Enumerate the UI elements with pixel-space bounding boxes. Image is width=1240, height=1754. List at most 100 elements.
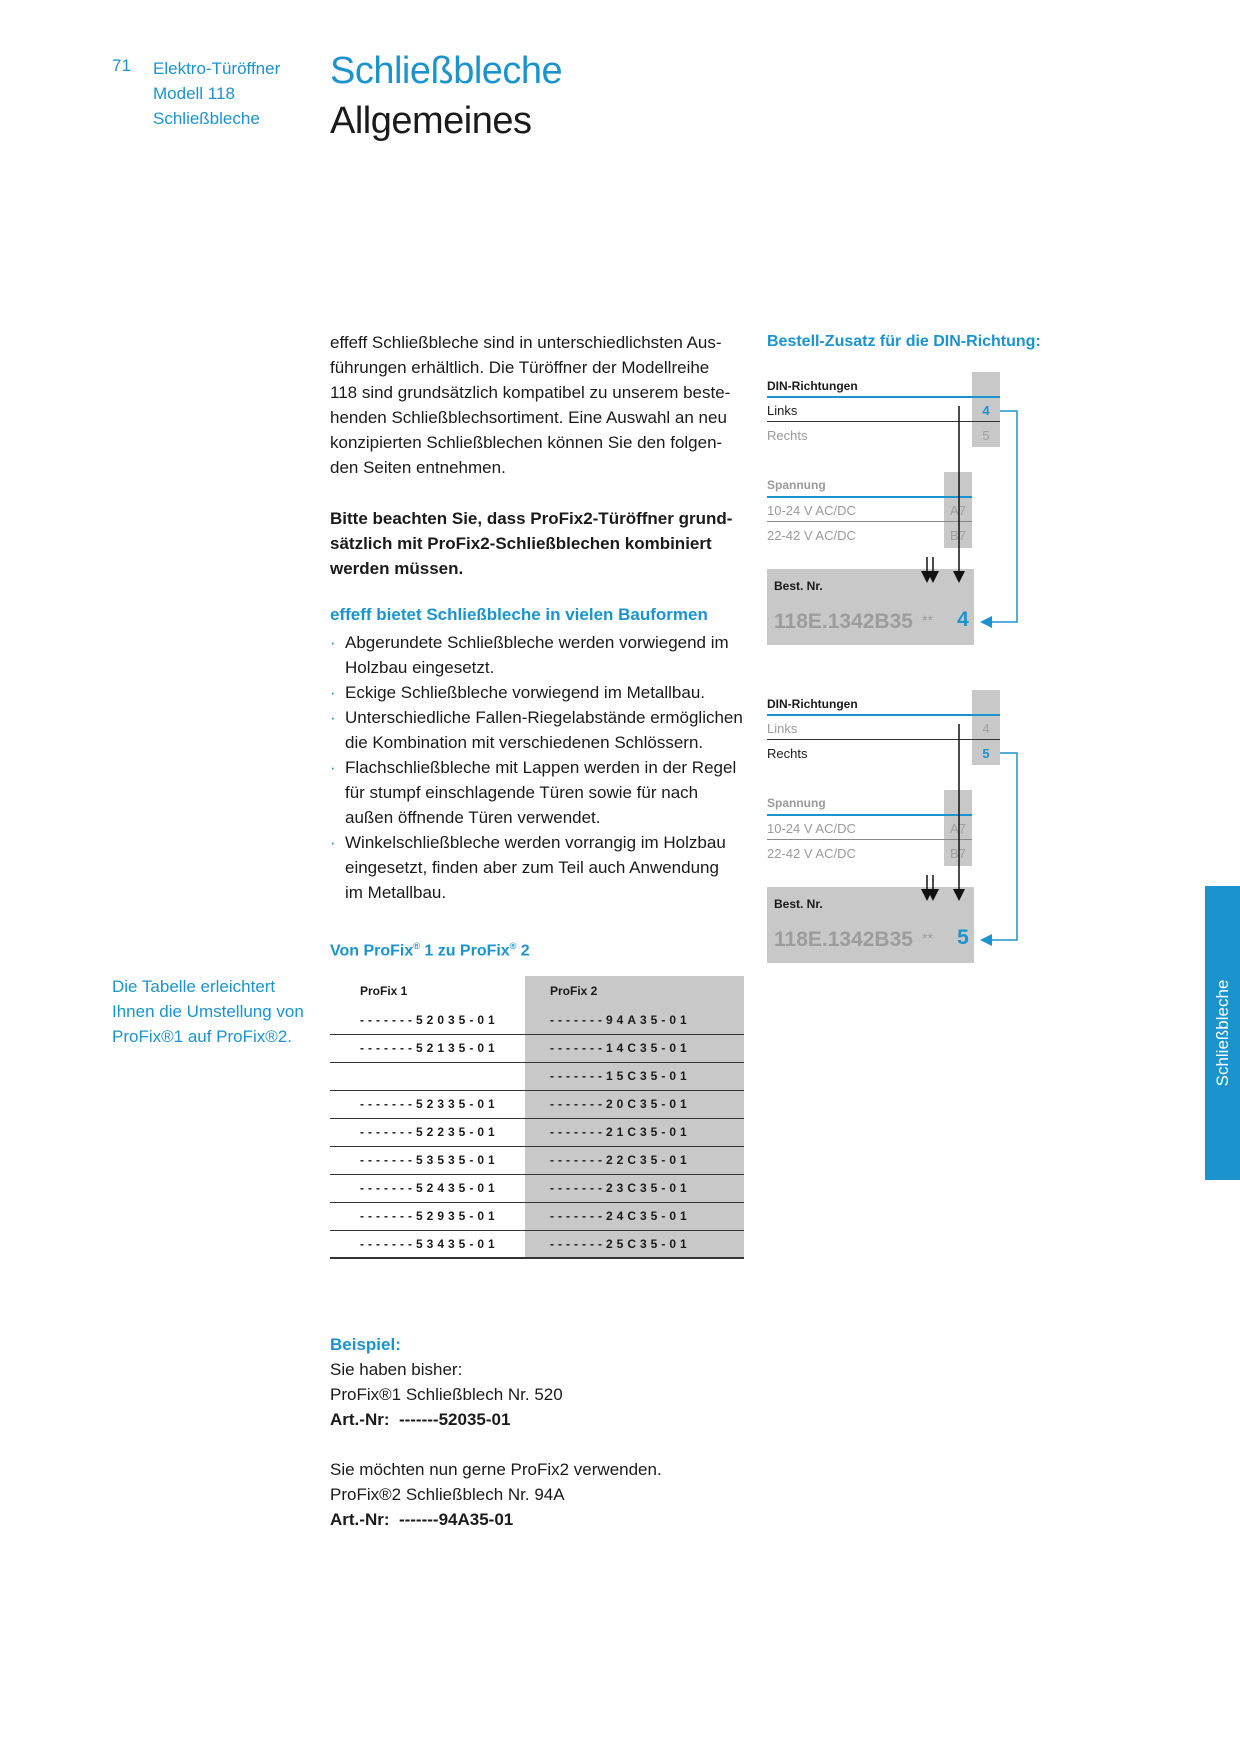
table-row: -------53435-01-------25C35-01 <box>330 1230 744 1259</box>
voltage-code: A7 <box>950 821 966 836</box>
voltage-placeholder: ** <box>922 930 933 946</box>
table-cell: -------21C35-01 <box>525 1118 744 1147</box>
table-row: -------15C35-01 <box>330 1062 744 1091</box>
list-item: · Eckige Schließbleche vorwiegend im Met… <box>330 680 750 705</box>
order-number-panel <box>767 887 974 963</box>
text-line: Holzbau eingesetzt. <box>345 658 495 677</box>
text-line: henden Schließblechsortiment. Eine Auswa… <box>330 408 727 427</box>
article-number: Art.-Nr: -------94A35-01 <box>330 1510 514 1529</box>
arrow-connectors <box>921 406 1018 628</box>
table-cell: -------52935-01 <box>330 1202 525 1231</box>
divider <box>944 814 972 816</box>
text-line: effeff Schließbleche sind in unterschied… <box>330 333 722 352</box>
table-cell: -------25C35-01 <box>525 1230 744 1259</box>
din-option-rechts: Rechts <box>767 746 808 761</box>
din-label: DIN-Richtungen <box>767 379 858 393</box>
column-header-profix1: ProFix 1 <box>360 984 408 998</box>
order-number: 118E.1342B35 <box>774 928 913 951</box>
table-cell: -------15C35-01 <box>525 1062 744 1091</box>
din-result: 4 <box>957 608 969 631</box>
text-line: für stumpf einschlagende Türen sowie für… <box>345 783 699 802</box>
text-line: führungen erhältlich. Die Türöffner der … <box>330 358 710 377</box>
bauformen-heading: effeff bietet Schließbleche in vielen Ba… <box>330 605 708 624</box>
text-line: Bitte beachten Sie, dass ProFix2-Türöffn… <box>330 509 733 528</box>
text-line: Die Tabelle erleichtert <box>112 977 276 996</box>
text-line: die Kombination mit verschiedenen Schlös… <box>345 733 704 752</box>
page-subtitle: Allgemeines <box>330 100 532 142</box>
list-item: · Winkelschließbleche werden vorrangig i… <box>330 830 750 905</box>
text-line: Sie haben bisher: <box>330 1360 463 1379</box>
divider <box>767 496 944 498</box>
table-row: -------52035-01-------94A35-01 <box>330 1006 744 1035</box>
voltage-code: B7 <box>950 846 966 861</box>
voltage-code-column <box>944 472 972 548</box>
list-item: · Unterschiedliche Fallen-Riegelabstände… <box>330 705 750 755</box>
table-cell: -------52035-01 <box>330 1006 525 1035</box>
table-cell: -------24C35-01 <box>525 1202 744 1231</box>
notice-paragraph: Bitte beachten Sie, dass ProFix2-Türöffn… <box>330 506 740 581</box>
bullet-icon: · <box>330 683 336 702</box>
bullet-icon: · <box>330 708 336 727</box>
voltage-option: 22-42 V AC/DC <box>767 846 856 861</box>
table-header-row: ProFix 1 ProFix 2 <box>330 976 744 1006</box>
table-cell: -------53435-01 <box>330 1230 525 1259</box>
side-tab-label: Schließbleche <box>1212 979 1232 1087</box>
breadcrumb-item: Modell 118 <box>153 84 235 103</box>
table-cell: -------14C35-01 <box>525 1034 744 1063</box>
divider <box>767 839 972 840</box>
divider <box>767 396 972 398</box>
divider <box>944 496 972 498</box>
order-heading: Bestell-Zusatz für die DIN-Richtung: <box>767 333 1041 350</box>
text-line: sätzlich mit ProFix2-Schließblechen komb… <box>330 534 712 553</box>
bullet-icon: · <box>330 758 336 777</box>
divider <box>767 739 1000 740</box>
breadcrumb: Elektro-Türöffner Modell 118 Schließblec… <box>153 56 280 131</box>
din-code-column <box>972 372 1000 447</box>
table-row: -------52235-01-------21C35-01 <box>330 1118 744 1147</box>
order-number: 118E.1342B35 <box>774 610 913 633</box>
bullet-icon: · <box>330 833 336 852</box>
table-cell: -------94A35-01 <box>525 1006 744 1035</box>
order-code-box-left: DIN-Richtungen Links 4 Rechts 5 Spannung… <box>767 372 1018 647</box>
example-block: Beispiel: Sie haben bisher: ProFix®1 Sch… <box>330 1332 662 1532</box>
table-row: -------52335-01-------20C35-01 <box>330 1090 744 1119</box>
table-cell: -------52135-01 <box>330 1034 525 1063</box>
side-tab[interactable]: Schließbleche <box>1205 886 1240 1180</box>
breadcrumb-item: Schließbleche <box>153 109 260 128</box>
text-line: ProFix®1 Schließblech Nr. 520 <box>330 1385 563 1404</box>
text-line: ProFix®2 Schließblech Nr. 94A <box>330 1485 565 1504</box>
page-number: 71 <box>112 56 131 75</box>
breadcrumb-item: Elektro-Türöffner <box>153 59 281 78</box>
page-title: Schließbleche <box>330 50 563 92</box>
arrow-connectors <box>921 724 1018 946</box>
din-option-links: Links <box>767 721 798 736</box>
side-note: Die Tabelle erleichtert Ihnen die Umstel… <box>112 974 317 1049</box>
text-line: im Metallbau. <box>345 883 447 902</box>
voltage-code: A7 <box>950 503 966 518</box>
text-line: außen öffnende Türen verwendet. <box>345 808 601 827</box>
table-row: -------52935-01-------24C35-01 <box>330 1202 744 1231</box>
table-cell: -------52435-01 <box>330 1174 525 1203</box>
spannung-label: Spannung <box>767 796 826 810</box>
text-line: konzipierten Schließblechen können Sie d… <box>330 433 723 452</box>
table-row: -------53535-01-------22C35-01 <box>330 1146 744 1175</box>
din-code-links: 4 <box>982 403 990 418</box>
din-label: DIN-Richtungen <box>767 697 858 711</box>
table-row: -------52135-01-------14C35-01 <box>330 1034 744 1063</box>
table-cell <box>330 1062 525 1091</box>
divider <box>972 396 1000 398</box>
din-result: 5 <box>957 926 969 949</box>
example-heading: Beispiel: <box>330 1335 401 1354</box>
text-line: ProFix®1 auf ProFix®2. <box>112 1027 292 1046</box>
din-code-rechts: 5 <box>982 428 990 443</box>
text-line: eingesetzt, finden aber zum Teil auch An… <box>345 858 719 877</box>
spannung-label: Spannung <box>767 478 826 492</box>
din-option-links: Links <box>767 403 798 418</box>
din-code-rechts: 5 <box>982 746 990 761</box>
divider <box>767 521 972 522</box>
table-cell: -------52335-01 <box>330 1090 525 1119</box>
din-code-column <box>972 690 1000 765</box>
order-number-panel <box>767 569 974 645</box>
divider <box>767 714 972 716</box>
divider <box>972 714 1000 716</box>
